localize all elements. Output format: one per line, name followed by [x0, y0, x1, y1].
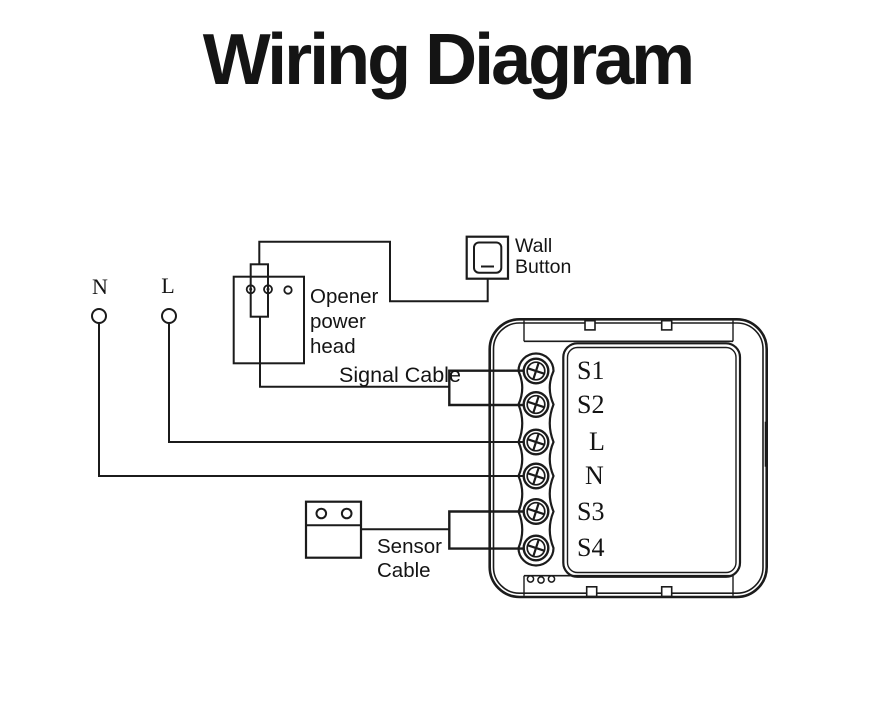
screw-terminal-s1: [522, 357, 550, 385]
module-terminal-label-s3: S3: [577, 496, 605, 526]
module-inner-case: [492, 322, 764, 595]
terminal-circle-n: [91, 308, 107, 324]
wire-live: [168, 323, 536, 443]
wire-neutral: [98, 323, 536, 477]
wall-button-label: Wall Button: [515, 235, 572, 278]
signal-cable-label: Signal Cable: [339, 363, 461, 387]
sensor-body: [304, 500, 363, 559]
terminal-circle-l: [161, 308, 177, 324]
neutral-input-label: N: [92, 274, 108, 299]
opener-pin: [283, 285, 293, 295]
module-top-clip: [584, 319, 596, 331]
module-terminal-label-n: N: [585, 461, 604, 490]
screw-terminal-s4: [522, 534, 550, 562]
wall-button-icon: [465, 235, 510, 280]
screw-terminals: [522, 357, 550, 562]
module-terminal-label-s2: S2: [577, 389, 605, 419]
page-title: Wiring Diagram: [202, 20, 695, 100]
sensor-hole: [315, 507, 328, 520]
module-label-panel: [562, 342, 742, 578]
wall-button-rocker: [473, 241, 503, 274]
opener-pin-dot: [249, 287, 253, 291]
module-terminal-label-s1: S1: [577, 356, 605, 385]
wire-signal: [259, 316, 450, 388]
screw-terminal-l: [522, 428, 550, 456]
module-terminal-label-l: L: [589, 427, 605, 456]
opener-pin: [263, 284, 273, 295]
screw-terminal-s2: [522, 390, 550, 419]
module-top-clip: [660, 319, 673, 331]
terminal-strip: [517, 352, 555, 567]
sensor-box: [304, 500, 363, 559]
screw-terminal-s3: [522, 497, 550, 526]
sensor-cable-connector: [448, 510, 536, 550]
module-bottom-clip: [660, 585, 673, 598]
wall-button-frame: [465, 235, 510, 280]
opener-pin: [245, 284, 256, 295]
module-bottom-clip: [585, 585, 598, 598]
opener-pin-dot: [266, 287, 270, 291]
wire-wall-button: [258, 240, 489, 303]
signal-cable-connector: [448, 369, 536, 407]
module-indicator-dots: [526, 575, 556, 584]
opener-power-head-label: Opener power head: [310, 285, 379, 358]
screw-terminal-n: [522, 462, 550, 490]
module-terminal-label-s4: S4: [577, 533, 605, 562]
sensor-cable-label: Sensor Cable: [377, 535, 442, 582]
module-outer-case: [488, 317, 769, 599]
opener-plug: [249, 263, 269, 318]
module-label-panel-inner: [566, 346, 737, 574]
opener-power-head: [232, 263, 305, 365]
sensor-hole: [340, 507, 353, 520]
live-input-label: L: [161, 273, 175, 298]
wires: [98, 240, 536, 531]
